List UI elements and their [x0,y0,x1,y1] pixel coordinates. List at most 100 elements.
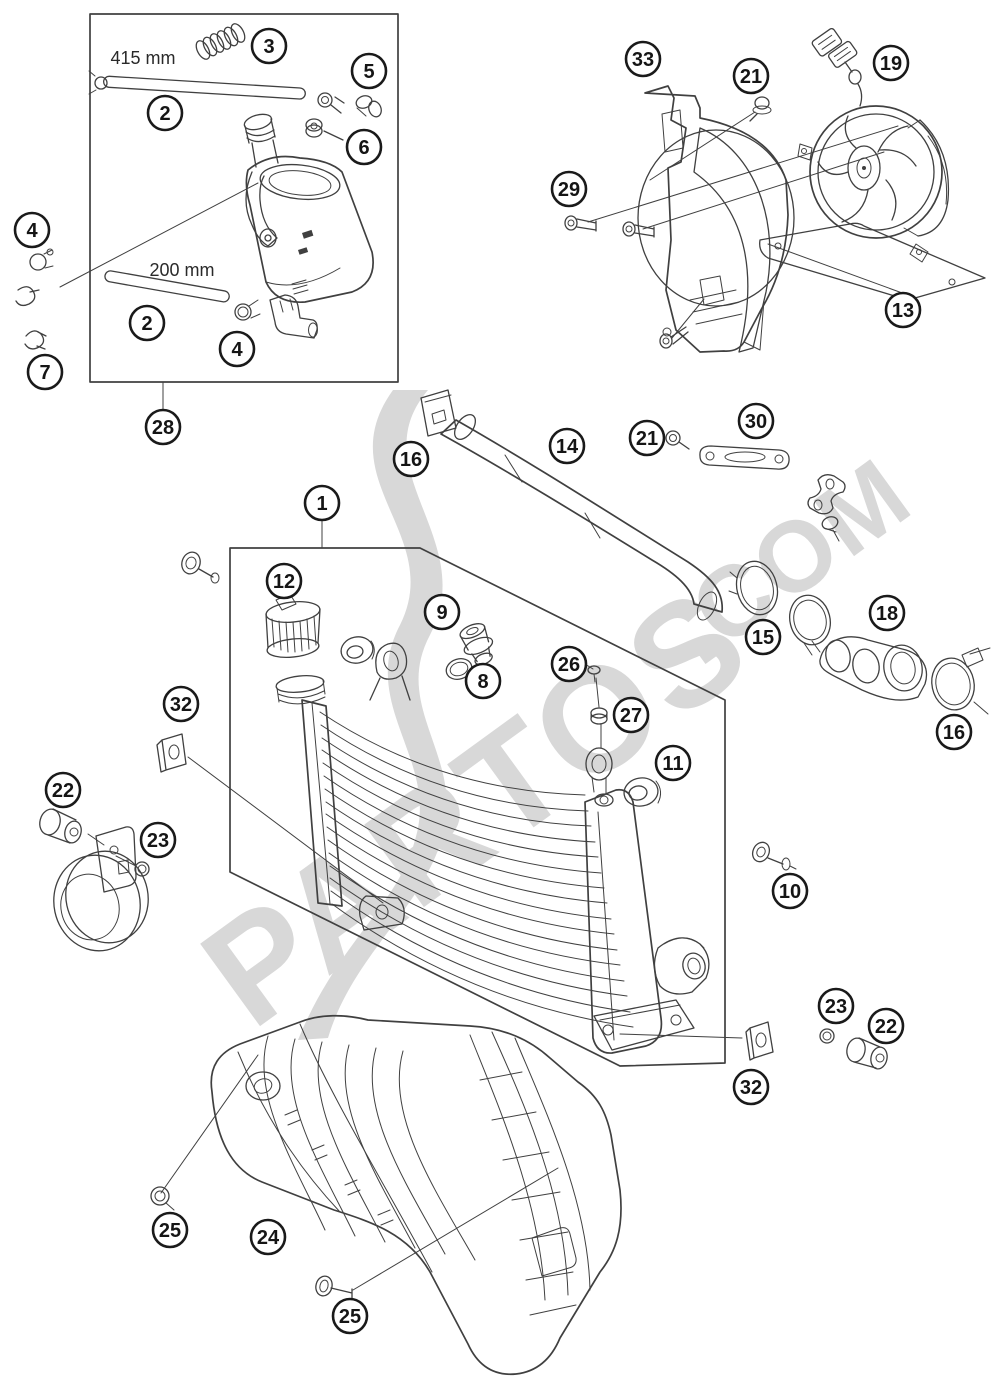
clamp-15a [728,560,779,616]
svg-text:19: 19 [880,53,902,75]
left-clamp-parts [15,248,54,350]
svg-text:32: 32 [170,694,192,716]
watermark-swirl [298,390,447,1040]
hose-14 [440,413,724,621]
callout-23: 23 [139,821,177,859]
svg-text:25: 25 [159,1220,181,1242]
svg-text:10: 10 [779,881,801,903]
callout-15: 15 [744,618,782,656]
fitting-9 [459,623,494,666]
clip-32-right [745,1021,774,1061]
svg-text:24: 24 [257,1227,280,1249]
fitting-parts-5 [317,92,382,118]
hose-18 [819,636,928,701]
bleed-screw-26-27 [587,665,608,725]
callout-18: 18 [868,594,906,632]
callout-12: 12 [265,562,303,600]
svg-text:5: 5 [363,61,374,83]
svg-text:21: 21 [636,428,658,450]
svg-text:27: 27 [620,705,642,727]
bolt-33-lower [659,326,689,349]
svg-text:11: 11 [662,753,683,775]
callout-24: 24 [249,1218,287,1256]
nut-23-left [134,861,150,877]
callout-7: 7 [26,353,64,391]
radiator-guard-24 [150,1014,622,1376]
svg-text:16: 16 [943,722,965,744]
horn-disc [53,850,149,952]
inset-box-border [89,13,399,383]
callout-14: 14 [548,427,586,465]
clamp-16-right [931,647,991,715]
watermark: PARTOS .COM [174,390,931,1058]
svg-text:2: 2 [159,103,170,125]
svg-text:14: 14 [556,436,579,458]
callout-5: 5 [350,52,388,90]
rubber-bumper-22-right [846,1037,888,1070]
bolt-21-top [749,96,772,122]
callout-25: 25 [151,1211,189,1249]
callout-4: 4 [13,211,51,249]
o-ring-8-inner [449,661,469,677]
svg-text:2: 2 [141,313,152,335]
radiator-cap-12 [265,593,321,659]
guard-louvers [263,1035,476,1261]
small-bolt-upper-left [181,551,220,584]
svg-text:28: 28 [152,417,174,439]
svg-text:22: 22 [52,780,74,802]
bolt-25a [150,1186,175,1211]
dimension-label-hose-200: 200 mm [149,260,214,280]
svg-text:33: 33 [632,49,654,71]
z-bracket [807,474,846,542]
bolt-10 [751,841,797,871]
hose-415mm [88,70,306,100]
callout-26: 26 [550,645,588,683]
svg-text:26: 26 [558,654,580,676]
nut-part-6 [305,118,344,141]
bracket-plate-13 [759,222,986,301]
callout-16: 16 [935,713,973,751]
callout-21: 21 [732,57,770,95]
expansion-tank [243,113,374,303]
callout-27: 27 [612,696,650,734]
callout-22: 22 [867,1007,905,1045]
bolt-29a [564,215,597,232]
spring-part [195,23,246,60]
svg-text:32: 32 [740,1077,762,1099]
patch-16 [420,389,457,437]
svg-text:16: 16 [400,449,422,471]
grommet-12 [340,636,375,664]
grommet-11 [623,777,662,807]
o-ring-8 [445,658,473,680]
callout-28: 28 [144,408,182,446]
svg-text:15: 15 [752,627,774,649]
leader-lines [59,111,899,1291]
callout-16: 16 [392,440,430,478]
clamp-15b [789,594,831,656]
inset-box-expansion-tank [88,13,399,383]
radiator-ear [369,642,411,701]
elbow-fitting [269,279,318,339]
rubber-bumper-22-left [39,808,82,844]
svg-text:18: 18 [876,603,898,625]
filler-neck [275,675,326,705]
fan-bracket-33 [637,85,795,353]
fan-connector [811,27,863,107]
callout-32: 32 [732,1068,770,1106]
strap-bracket-30 [699,445,790,470]
svg-text:4: 4 [26,220,38,242]
callout-30: 30 [737,402,775,440]
callout-21: 21 [628,419,666,457]
bolt-29b [622,221,655,238]
svg-text:29: 29 [558,179,580,201]
callout-33: 33 [624,40,662,78]
svg-text:22: 22 [875,1016,897,1038]
bolt-21-mid [665,430,690,450]
hose-200mm [104,270,230,303]
callout-2: 2 [146,94,184,132]
main-box-border [229,547,726,1067]
horn-group [39,733,187,952]
svg-text:23: 23 [147,830,169,852]
callout-11: 11 [654,744,692,782]
clamp-part-4b [234,299,261,321]
